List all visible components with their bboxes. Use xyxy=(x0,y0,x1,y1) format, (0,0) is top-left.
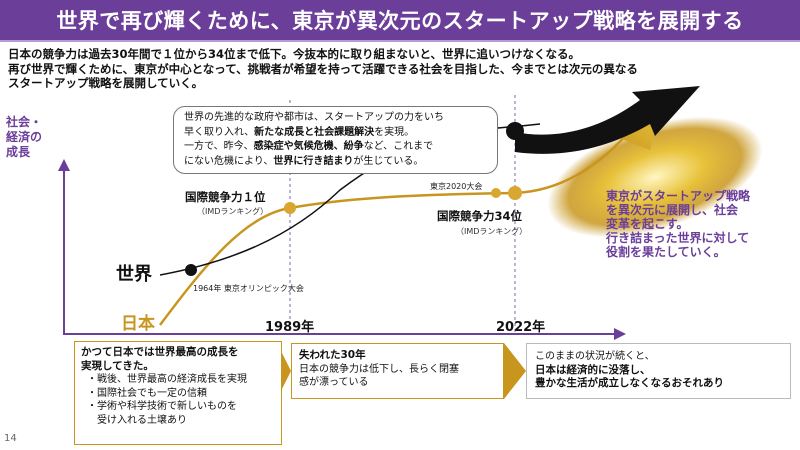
world-context-callout: 世界の先進的な政府や都市は、スタートアップの力をいち 早く取り入れ、新たな成長と… xyxy=(173,106,498,174)
callout-text: 早く取り入れ、 xyxy=(184,126,255,138)
rank-1-label: 国際競争力１位 xyxy=(185,190,266,204)
page-title: 世界で再び輝くために、東京が異次元のスタートアップ戦略を展開する xyxy=(56,9,744,33)
intro-line-2: 再び世界で輝くために、東京が中心となって、挑戦者が希望を持って活躍できる社会を目… xyxy=(8,61,638,76)
point-2022-world xyxy=(506,122,524,140)
box2-arrow xyxy=(504,343,526,399)
callout-text: が生じている。 xyxy=(353,155,424,167)
y-axis-label-line: 社会・ xyxy=(6,115,43,129)
japan-curve xyxy=(159,124,636,326)
callout-emphasis: 世界に行き詰まり xyxy=(273,155,354,167)
black-arrow xyxy=(515,86,700,154)
box-line: 感が漂っている xyxy=(299,377,369,388)
box-bullet: ・戦後、世界最高の経済成長を実現 xyxy=(87,374,247,385)
japan-label: 日本 xyxy=(121,314,155,334)
box-heading: 実現してきた。 xyxy=(81,359,154,372)
tokyo-message-line: 役割を果たしていく。 xyxy=(606,245,726,259)
y-axis-label: 社会・ 経済の 成長 xyxy=(6,115,56,160)
point-1989-japan xyxy=(284,202,296,214)
point-2020-japan xyxy=(491,188,501,198)
y-axis-label-line: 経済の xyxy=(6,130,43,144)
box1-arrow xyxy=(282,353,291,389)
callout-text: 一方で、昨今、 xyxy=(184,141,254,152)
box-bullet: ・学術や科学技術で新しいものを xyxy=(87,401,237,412)
year-2022-label: 2022年 xyxy=(496,320,546,335)
intro-line-3: スタートアップ戦略を展開していく。 xyxy=(8,76,204,90)
rank-34-source: （IMDランキング） xyxy=(456,227,528,236)
lost-decades-box: 失われた30年 日本の競争力は低下し、長らく閉塞 感が漂っている xyxy=(291,343,504,399)
callout-text: を実現。 xyxy=(374,126,415,138)
title-rule xyxy=(0,40,800,42)
box-line: 豊かな生活が成立しなくなるおそれあり xyxy=(535,377,724,389)
box-heading: 失われた30年 xyxy=(299,349,366,361)
box-heading: かつて日本では世界最高の成長を xyxy=(81,346,239,358)
box-line: 日本の競争力は低下し、長らく閉塞 xyxy=(299,363,459,375)
intro-text: 日本の競争力は過去30年間で１位から34位まで低下。今抜本的に取り組まないと、世… xyxy=(8,47,798,91)
tokyo-message-line: 東京がスタートアップ戦略 xyxy=(606,189,751,203)
tokyo-message-line: を異次元に展開し、社会 xyxy=(606,203,739,217)
callout-emphasis: 新たな成長と社会課題解決 xyxy=(254,126,375,138)
point-2022-japan xyxy=(508,186,522,200)
callout-text: など、これまで xyxy=(363,141,434,152)
box-line: このままの状況が続くと、 xyxy=(535,351,655,362)
future-risk-box: このままの状況が続くと、 日本は経済的に没落し、 豊かな生活が成立しなくなるおそ… xyxy=(526,343,791,399)
world-label: 世界 xyxy=(116,264,152,285)
box-line: 日本は経済的に没落し、 xyxy=(535,363,651,376)
intro-line-1: 日本の競争力は過去30年間で１位から34位まで低下。今抜本的に取り組まないと、世… xyxy=(8,47,581,61)
callout-emphasis: 感染症や気候危機、紛争 xyxy=(253,141,364,152)
title-bar: 世界で再び輝くために、東京が異次元のスタートアップ戦略を展開する xyxy=(0,0,800,40)
page-number: 14 xyxy=(4,433,17,444)
tokyo-message-line: 行き詰まった世界に対して xyxy=(606,231,750,245)
y-axis-label-line: 成長 xyxy=(6,145,31,159)
box-bullet: ・国際社会でも一定の信頼 xyxy=(87,387,207,399)
glow-ellipse xyxy=(547,116,763,238)
olympic-1964-label: 1964年 東京オリンピック大会 xyxy=(193,284,304,293)
year-1989-label: 1989年 xyxy=(265,320,315,335)
callout-text: 世界の先進的な政府や都市は、スタートアップの力をいち xyxy=(184,112,444,123)
tokyo-strategy-message: 東京がスタートアップ戦略 を異次元に展開し、社会 変革を起こす。 行き詰まった世… xyxy=(606,189,796,259)
point-1964 xyxy=(185,264,197,276)
box-bullet: 受け入れる土壌あり xyxy=(87,414,187,426)
tokyo-message-line: 変革を起こす。 xyxy=(606,217,689,231)
callout-text: にない危機により、 xyxy=(184,155,274,167)
rank-34-label: 国際競争力34位 xyxy=(437,209,523,223)
olympic-2020-label: 東京2020大会 xyxy=(430,182,483,191)
rank-1-source: （IMDランキング） xyxy=(197,207,269,216)
past-growth-box: かつて日本では世界最高の成長を 実現してきた。 ・戦後、世界最高の経済成長を実現… xyxy=(74,341,282,445)
